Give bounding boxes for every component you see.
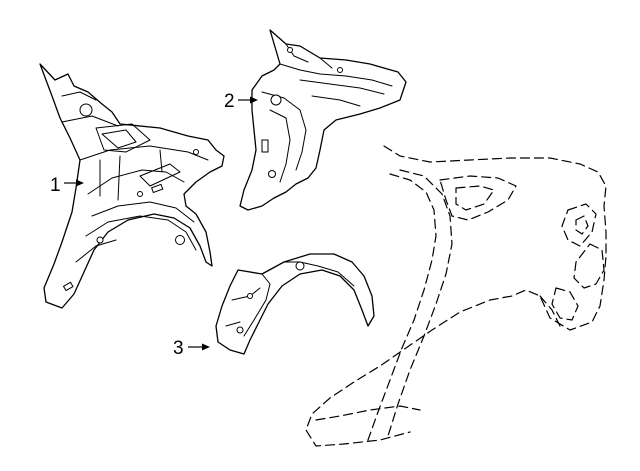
callout-3: 3 bbox=[173, 338, 210, 359]
callout-2: 2 bbox=[224, 91, 258, 112]
leader-arrow-2 bbox=[250, 96, 258, 104]
callout-label-1: 1 bbox=[50, 175, 61, 196]
callout-label-2: 2 bbox=[224, 91, 235, 112]
leader-arrow-1 bbox=[76, 179, 84, 187]
part-2-upper-quarter-bracket bbox=[239, 29, 407, 211]
part-1-inner-quarter-panel bbox=[39, 63, 225, 309]
callout-1: 1 bbox=[50, 175, 84, 196]
outer-quarter-panel-reference bbox=[305, 145, 607, 447]
callout-label-3: 3 bbox=[173, 338, 184, 359]
leader-arrow-3 bbox=[202, 343, 210, 351]
part-3-wheelhouse bbox=[215, 253, 375, 355]
